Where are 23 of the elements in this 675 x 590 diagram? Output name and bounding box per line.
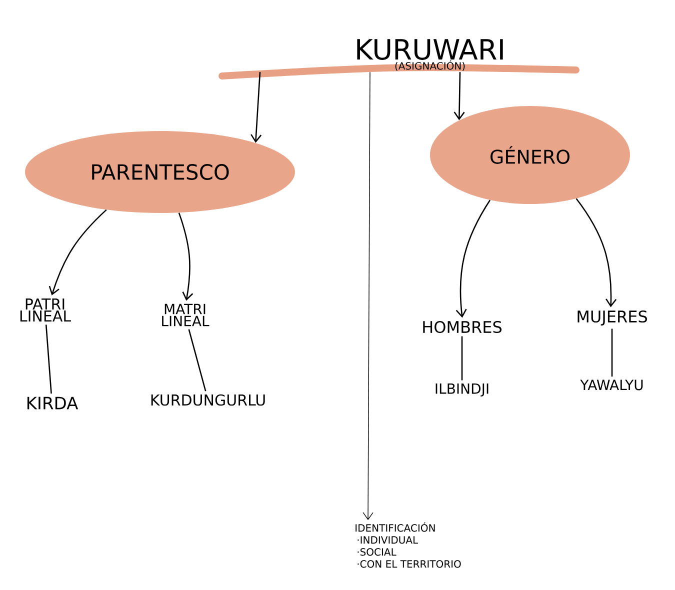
category-label: KURDUNGURLU — [151, 394, 265, 406]
category-label: MUJERES — [578, 310, 647, 326]
category-label: YAWALYU — [580, 380, 643, 390]
note-text: IDENTIFICACIÓN ·INDIVIDUAL ·SOCIAL ·CON EL TERRITORIO — [356, 522, 461, 568]
connector-line — [45, 324, 52, 394]
category-label: KIRDA — [27, 396, 78, 410]
arrow — [178, 212, 194, 301]
category-label: HOMBRES — [423, 320, 502, 334]
category-blob: PARENTESCO — [25, 131, 295, 213]
connector-line — [188, 329, 206, 392]
category-label: ILBINDJI — [436, 384, 488, 397]
category-label: MATRI LINEAL — [162, 304, 210, 326]
title-text: KURUWARI (ASIGNACIÓN) — [357, 39, 503, 71]
arrow — [576, 198, 617, 308]
category-blob: GÉNERO — [430, 106, 630, 204]
arrow — [250, 72, 262, 143]
arrow — [362, 72, 374, 520]
arrow — [456, 200, 491, 318]
connector-line — [611, 328, 613, 377]
arrow — [454, 72, 465, 120]
connector-line — [461, 336, 463, 380]
category-label: PATRI LINEAL — [20, 298, 71, 322]
arrow — [48, 209, 107, 296]
